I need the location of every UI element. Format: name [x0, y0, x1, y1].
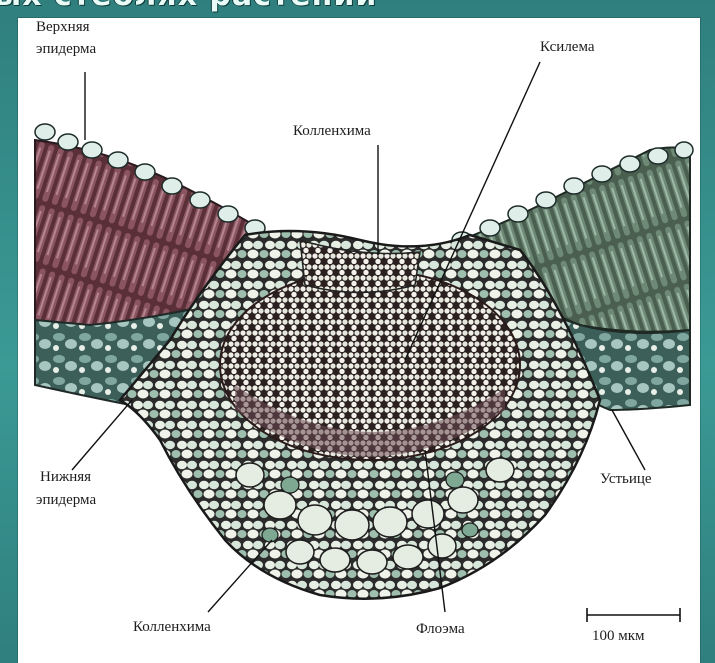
- label-lower-epidermis-line2: эпидерма: [36, 491, 96, 509]
- label-xylem: Ксилема: [540, 38, 595, 56]
- label-upper-epidermis-line1: Верхняя: [36, 18, 90, 36]
- label-phloem: Флоэма: [416, 620, 465, 638]
- leader-lower-epidermis: [72, 400, 132, 470]
- label-lower-epidermis-line1: Нижняя: [40, 468, 91, 486]
- scale-bar: [587, 608, 680, 622]
- vascular-bundle: [220, 270, 520, 460]
- leader-stoma: [612, 410, 645, 470]
- label-scale-bar: 100 мкм: [592, 627, 645, 645]
- label-collenchyma-bottom: Колленхима: [133, 618, 211, 636]
- label-collenchyma-top: Колленхима: [293, 122, 371, 140]
- label-upper-epidermis-line2: эпидерма: [36, 40, 96, 58]
- label-stoma: Устьице: [600, 470, 652, 488]
